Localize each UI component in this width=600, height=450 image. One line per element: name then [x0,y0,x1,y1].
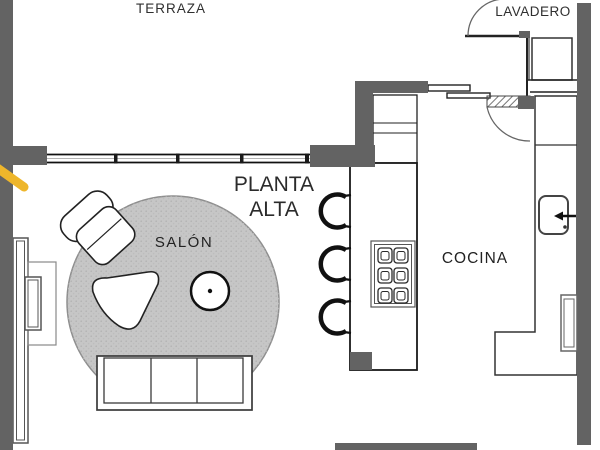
stove-burner [377,287,393,304]
right-wall-window [560,294,578,352]
stool-arc [318,298,348,336]
plan-title: PLANTA ALTA [228,172,320,222]
console-tab-inner [27,279,39,328]
armchair-seam [86,218,122,250]
door-jamb-block [518,96,535,109]
console-strip-inner [16,240,25,441]
upper-cabinets [372,94,418,164]
lavadero-jamb-block [519,31,530,38]
stove-burner [377,267,393,284]
stove-burner-inner [396,271,406,281]
window-mullion [240,153,244,164]
stove-burner-inner [380,271,390,281]
right-wall [577,3,591,445]
washer-body [531,37,573,81]
organic-coffee-table [91,270,160,330]
sink-with-faucet [538,195,576,235]
console-strip [12,237,29,444]
sliding-door [427,84,491,99]
stool-arc [318,192,348,230]
left-wall [0,0,13,450]
sink-drain [563,225,567,229]
window-band [47,153,310,164]
armchair-seat [75,205,136,266]
room-label-cocina: COCINA [441,250,509,267]
washing-machine [528,37,573,81]
console-tab [24,276,42,331]
sofa-seats [103,357,244,404]
island-corner-block [350,352,372,370]
left-wall-notch [13,146,47,165]
stove-burner [393,247,409,264]
bottom-wall-bar [335,443,477,450]
sliding-panel [427,84,471,92]
bar-stool [318,192,352,230]
window-mullion [305,153,309,164]
stove-burner [377,247,393,264]
wall-window-frame [560,294,578,352]
armchair [59,190,136,266]
stove-burner-inner [396,291,406,301]
room-label-salon: SALÓN [154,234,214,251]
mid-wall-top-bar [355,81,428,93]
lavadero-door-arc [467,0,501,37]
stove-burner [393,287,409,304]
sofa-three-seat [96,355,253,411]
stove-burner-inner [380,291,390,301]
stool-tip [343,193,352,198]
stool-tip [343,224,352,229]
room-label-terraza: TERRAZA [135,1,206,16]
cabinet-block [372,94,418,164]
stool-tip [343,277,352,282]
cocina-door-arc [486,106,531,142]
plan-title-line1: PLANTA [233,173,315,196]
mid-wall-vertical [355,93,373,167]
stool-tip [343,330,352,335]
bar-stool [318,298,352,336]
side-table-center-dot [207,288,213,294]
stove-burner [393,267,409,284]
stool-arc [318,245,348,283]
stove-six-burner [370,240,416,308]
sliding-panel [446,92,491,99]
stove-burner-inner [380,251,390,261]
round-side-table [189,270,231,312]
window-mullion [176,153,180,164]
window-mullion [114,153,118,164]
yellow-highlight-mark [0,164,29,192]
stove-burner-inner [396,251,406,261]
faucet-spout [554,211,563,221]
bar-stool [318,245,352,283]
console-shelf [12,237,57,444]
stool-tip [343,246,352,251]
room-label-lavadero: LAVADERO [495,4,571,19]
plan-title-line2: ALTA [249,198,299,221]
wall-window-inner [563,298,575,348]
stove-frame-inner [374,244,412,304]
stool-tip [343,299,352,304]
